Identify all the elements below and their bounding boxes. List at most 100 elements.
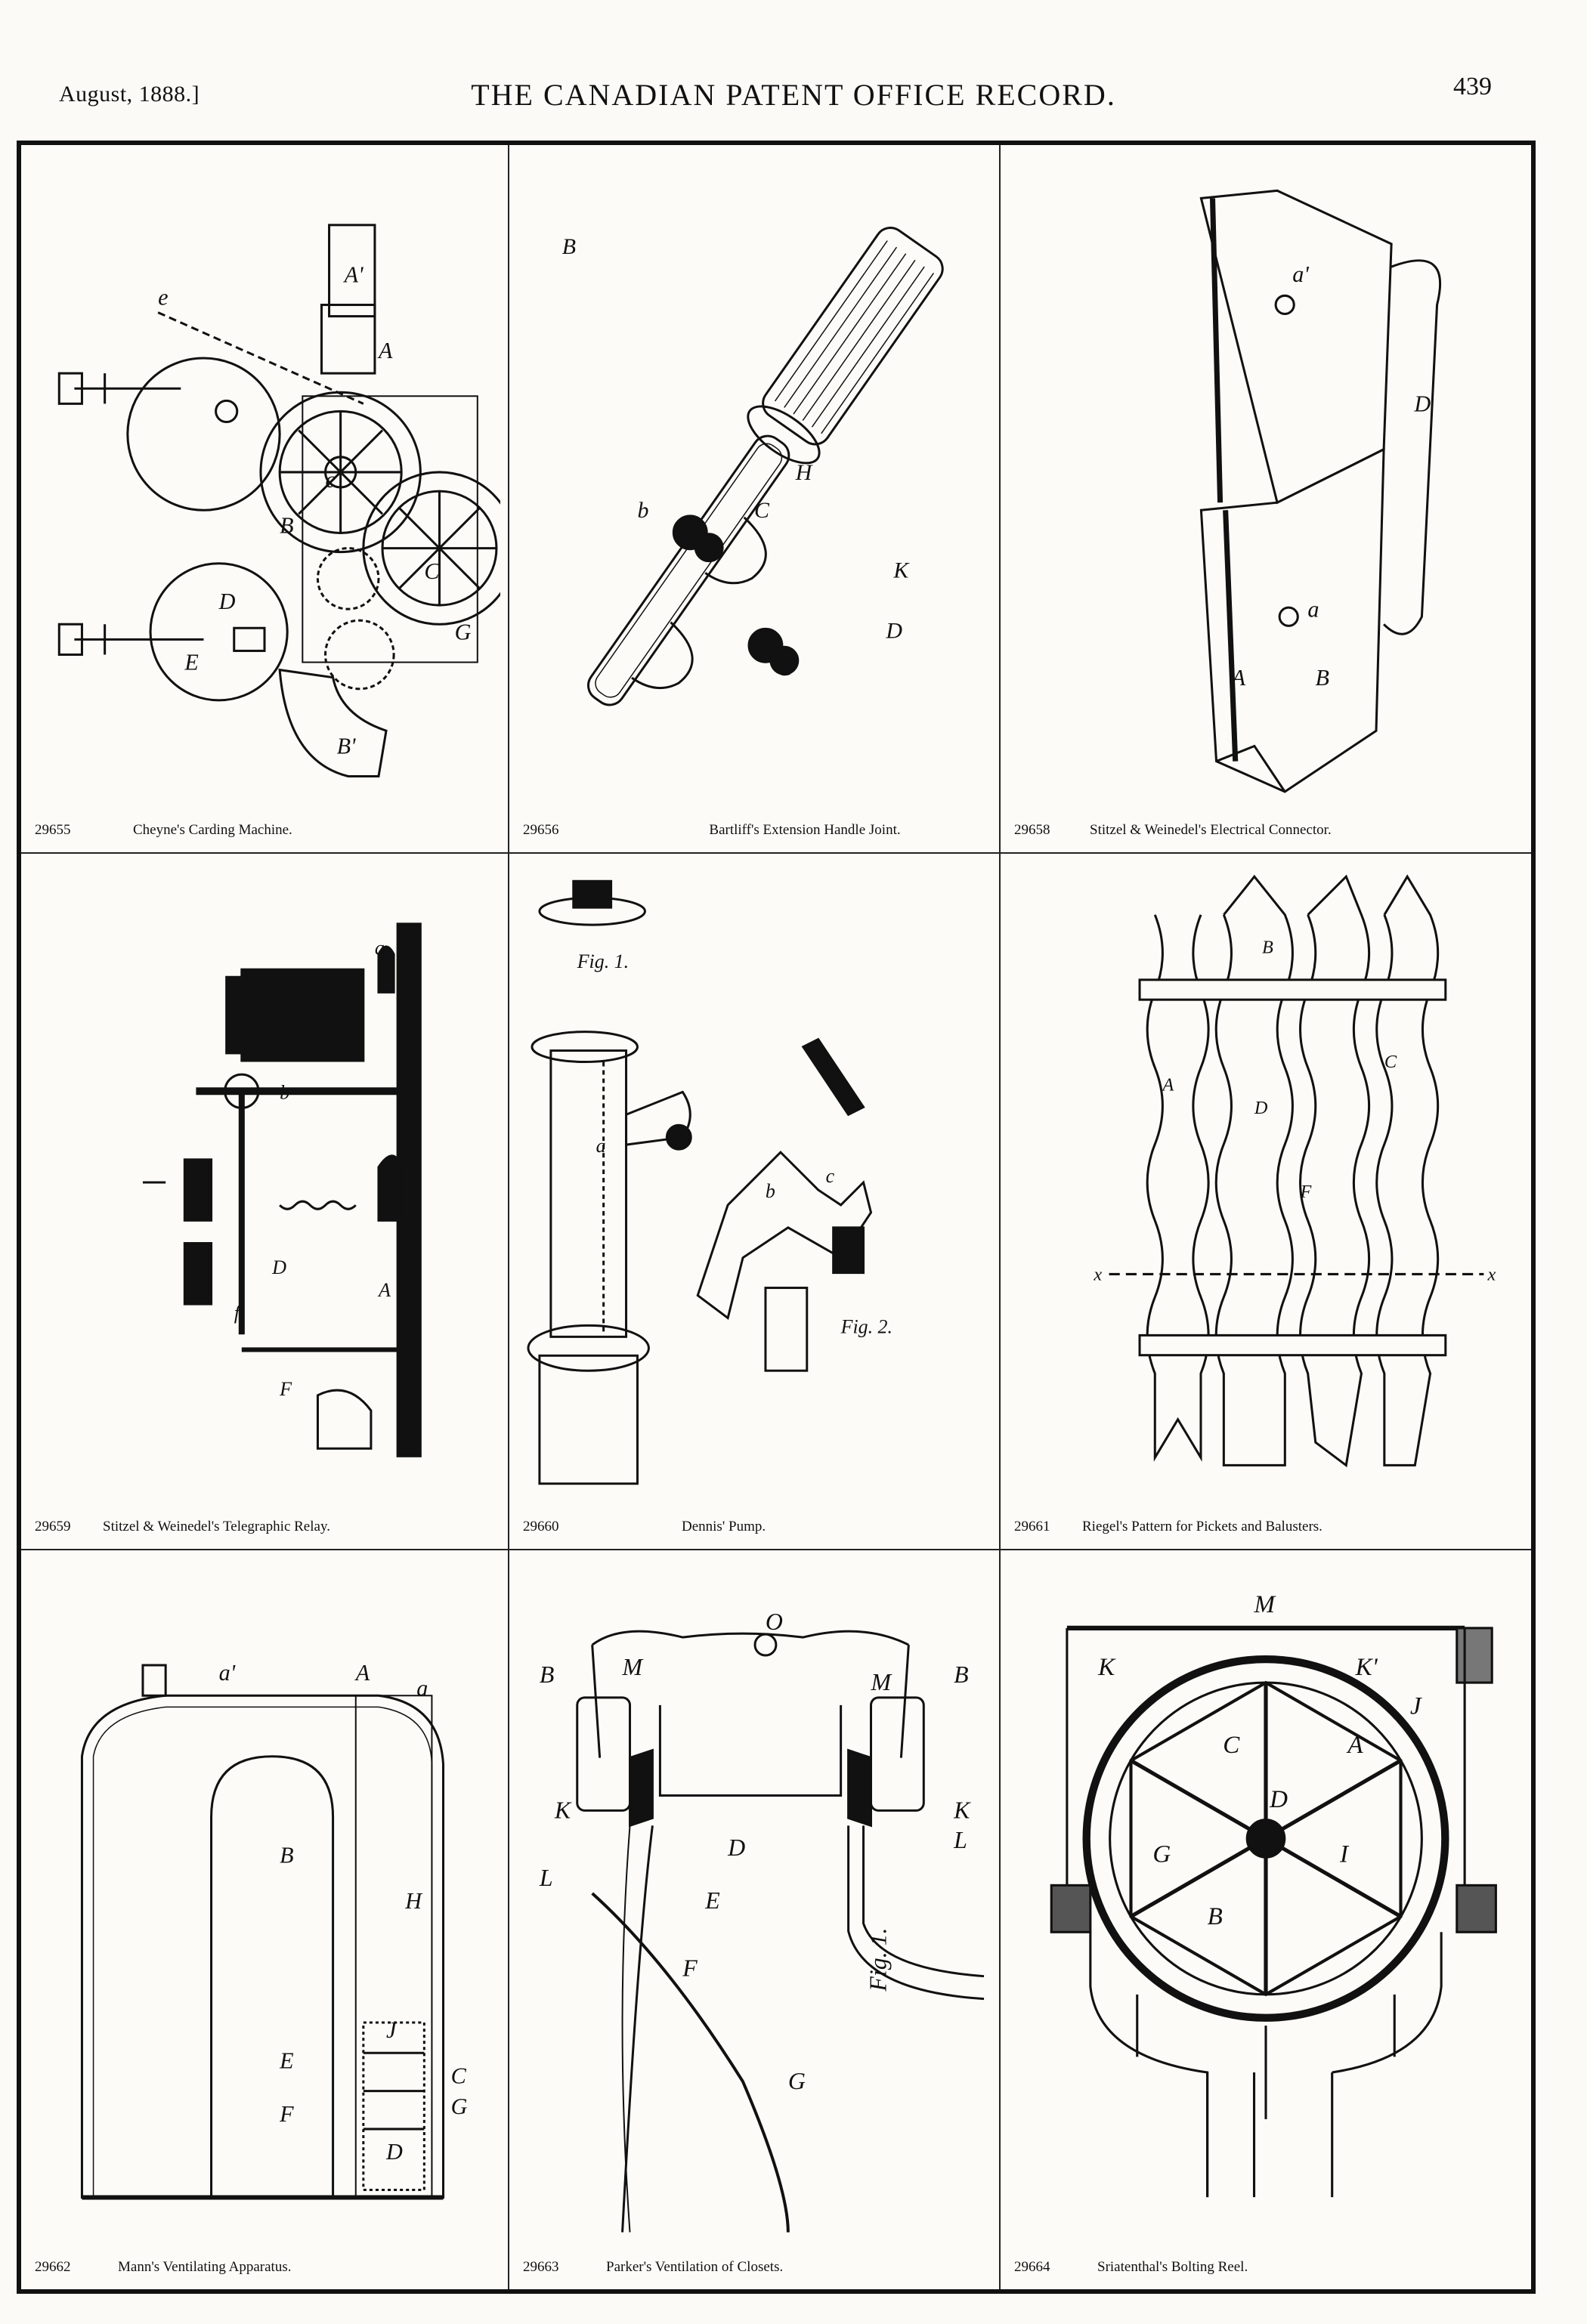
svg-text:D: D [885, 618, 902, 643]
svg-text:K: K [1097, 1654, 1116, 1681]
figure-number: 29658 [1014, 822, 1050, 838]
svg-text:C: C [1384, 1052, 1397, 1072]
bolting-reel-drawing: M K K' J C D A G I B [1008, 1558, 1524, 2244]
svg-text:C: C [424, 558, 440, 584]
header-title: THE CANADIAN PATENT OFFICE RECORD. [471, 78, 1116, 112]
svg-text:A: A [354, 1660, 370, 1686]
svg-text:I: I [1339, 1840, 1350, 1868]
svg-text:K': K' [1355, 1654, 1378, 1681]
svg-text:b: b [637, 498, 648, 523]
svg-text:B: B [1208, 1903, 1223, 1930]
fig-1-label: Fig. 1. [577, 950, 629, 972]
svg-text:G: G [1152, 1840, 1171, 1868]
figure-caption: Dennis' Pump. [682, 1519, 766, 1534]
figure-caption: Mann's Ventilating Apparatus. [118, 2259, 292, 2275]
caption-29655: 29655 Cheyne's Carding Machine. [35, 822, 497, 839]
svg-text:L: L [539, 1865, 553, 1891]
svg-text:a: a [1307, 596, 1319, 622]
figure-caption: Riegel's Pattern for Pickets and Baluste… [1082, 1519, 1322, 1534]
figure-number: 29664 [1014, 2259, 1050, 2275]
svg-text:A: A [377, 338, 393, 363]
header-date: August, 1888.] [59, 82, 200, 107]
figure-caption: Bartliff's Extension Handle Joint. [709, 822, 901, 838]
page-header: August, 1888.] THE CANADIAN PATENT OFFIC… [0, 0, 1587, 136]
svg-text:K: K [892, 558, 910, 583]
svg-text:A: A [1161, 1075, 1174, 1096]
svg-text:c: c [326, 467, 336, 493]
svg-text:K: K [554, 1797, 572, 1823]
svg-text:K: K [953, 1797, 971, 1823]
caption-29661: 29661 Riegel's Pattern for Pickets and B… [1014, 1519, 1520, 1535]
caption-29664: 29664 Sriatenthal's Bolting Reel. [1014, 2259, 1520, 2276]
caption-29663: 29663 Parker's Ventilation of Closets. [523, 2259, 988, 2276]
figure-number: 29659 [35, 1519, 71, 1534]
svg-text:D: D [727, 1834, 745, 1861]
svg-text:J: J [386, 2017, 398, 2043]
figure-number: 29656 [523, 822, 559, 838]
svg-text:A: A [377, 1279, 391, 1301]
fig-1-label: Fig. 1. [865, 1928, 891, 1992]
svg-text:H: H [404, 1888, 423, 1914]
svg-text:D: D [271, 1256, 286, 1278]
figure-number: 29663 [523, 2259, 559, 2275]
figure-caption: Sriatenthal's Bolting Reel. [1097, 2259, 1248, 2275]
svg-text:F: F [279, 1378, 292, 1400]
svg-text:C: C [1223, 1732, 1240, 1759]
svg-text:B: B [1262, 937, 1273, 957]
svg-text:E: E [279, 2047, 293, 2073]
figure-number: 29662 [35, 2259, 71, 2275]
svg-text:C: C [754, 498, 770, 523]
svg-text:B: B [540, 1661, 554, 1688]
svg-text:J: J [1410, 1692, 1422, 1720]
caption-29660: 29660 Dennis' Pump. [523, 1519, 988, 1535]
svg-text:M: M [622, 1654, 645, 1680]
svg-text:G: G [777, 656, 794, 681]
svg-text:F: F [1300, 1182, 1313, 1202]
svg-text:M: M [871, 1669, 893, 1695]
svg-text:M: M [1254, 1591, 1276, 1618]
svg-text:C: C [451, 2063, 467, 2089]
svg-text:a': a' [219, 1660, 236, 1686]
svg-text:e: e [158, 285, 168, 311]
svg-text:A: A [1230, 665, 1246, 691]
svg-text:A: A [1346, 1732, 1363, 1759]
svg-text:B': B' [337, 733, 356, 759]
figure-cell-bolting-reel: M K K' J C D A G I B 29664 Sriatenthal's Bolti… [1001, 1550, 1531, 2289]
svg-text:a: a [416, 1675, 428, 1701]
svg-text:B: B [1315, 665, 1329, 691]
svg-text:L: L [953, 1827, 967, 1853]
svg-text:a: a [596, 1135, 606, 1157]
figure-number: 29655 [35, 822, 71, 838]
caption-29662: 29662 Mann's Ventilating Apparatus. [35, 2259, 497, 2276]
figure-caption: Parker's Ventilation of Closets. [606, 2259, 784, 2275]
svg-text:G: G [788, 2068, 806, 2094]
svg-text:G: G [451, 2094, 468, 2119]
page-number: 439 [1453, 73, 1492, 100]
figure-caption: Cheyne's Carding Machine. [133, 822, 292, 838]
figure-number: 29660 [523, 1519, 559, 1534]
svg-text:b: b [766, 1180, 775, 1202]
svg-text:B: B [562, 234, 576, 259]
svg-text:x: x [1486, 1265, 1496, 1285]
figure-caption: Stitzel & Weinedel's Telegraphic Relay. [103, 1519, 330, 1534]
svg-text:D: D [1269, 1786, 1288, 1813]
svg-text:D: D [218, 589, 236, 614]
svg-text:A': A' [343, 261, 363, 287]
svg-text:B: B [280, 512, 293, 538]
svg-text:F: F [682, 1955, 698, 1982]
svg-text:D: D [1413, 391, 1431, 416]
svg-text:D: D [1254, 1098, 1268, 1118]
caption-29658: 29658 Stitzel & Weinedel's Electrical Co… [1014, 822, 1520, 839]
